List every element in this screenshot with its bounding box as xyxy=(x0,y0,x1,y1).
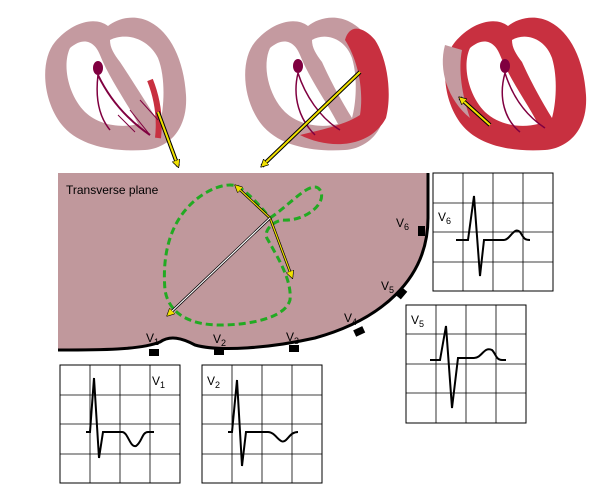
vcg-loop xyxy=(162,183,324,327)
ecg-label-v2: V2 xyxy=(207,374,220,390)
ecg-label-v6: V6 xyxy=(438,210,451,226)
electrode-v3-icon xyxy=(289,345,299,352)
lead-label-v2: V2 xyxy=(213,332,226,348)
lead-label-v4: V4 xyxy=(344,311,357,327)
thorax-cross-section xyxy=(58,173,428,350)
electrode-v1-icon xyxy=(149,349,159,356)
heart-mid-activation-icon xyxy=(245,17,389,151)
ecg-label-v5: V5 xyxy=(411,313,424,329)
heart-vector-arrows xyxy=(156,70,492,166)
heart-early-activation-icon xyxy=(45,17,187,151)
instantaneous-vectors xyxy=(168,186,292,315)
ecg-panel-v6: V6 xyxy=(432,172,554,292)
ecg-label-v1: V1 xyxy=(152,374,165,390)
electrode-v4-icon xyxy=(353,326,366,337)
lead-label-v6: V6 xyxy=(396,216,409,232)
heart-late-activation-icon xyxy=(442,17,587,151)
ecg-panel-v1: V1 xyxy=(59,364,181,484)
electrode-v2-icon xyxy=(214,348,224,355)
ecg-panel-v5: V5 xyxy=(405,304,527,424)
plane-label: Transverse plane xyxy=(66,183,159,197)
electrode-v5-icon xyxy=(395,287,408,300)
electrode-v6-icon xyxy=(418,226,425,236)
lead-label-v1: V1 xyxy=(146,331,159,347)
lead-label-v5: V5 xyxy=(381,279,394,295)
lead-label-v3: V3 xyxy=(286,330,299,346)
ecg-panel-v2: V2 xyxy=(201,364,323,484)
